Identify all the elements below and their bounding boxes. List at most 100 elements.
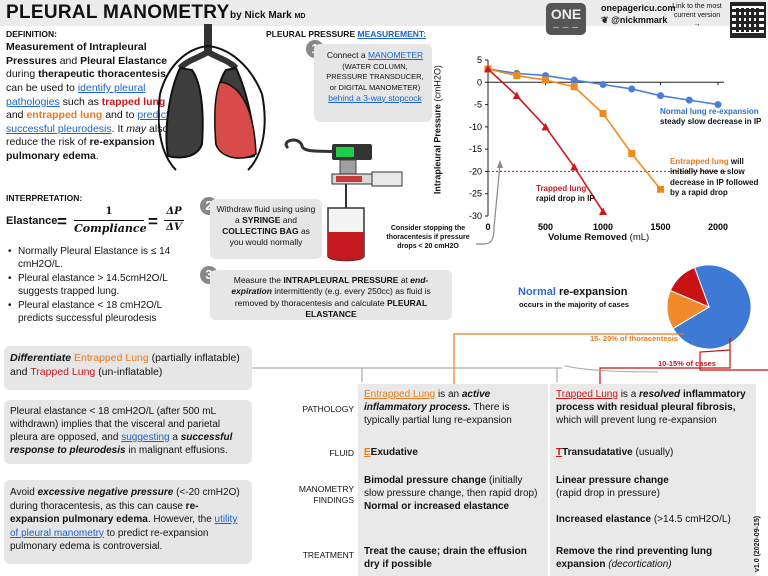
- def-trapped: trapped lung: [101, 95, 166, 108]
- pie-entrapped-label: 15- 20% of thoracentesis: [590, 334, 678, 343]
- twitter-text: @nickmmark: [611, 14, 668, 25]
- def-may: may: [126, 122, 147, 135]
- pie-title: Normal re-expansion: [518, 286, 627, 300]
- chart-xunit: (mL): [629, 232, 650, 243]
- chart-series: [484, 64, 722, 216]
- identify-pathologies-link[interactable]: identify pleural pathologies: [6, 81, 146, 108]
- avoid-negative-pressure-box: Avoid excessive negative pressure (<-20 …: [4, 480, 252, 564]
- entrapped-column: [358, 384, 548, 576]
- chart-ylabel-text: Intrapleural Pressure: [432, 104, 443, 195]
- y-tick-label: -25: [469, 189, 482, 199]
- eq-fraction-bar2: [164, 220, 184, 221]
- eq-equals: =: [57, 212, 67, 231]
- trap-path-c: resolved: [639, 389, 681, 400]
- data-point: [570, 162, 579, 171]
- y-tick-label: -30: [469, 211, 482, 221]
- step1-b: (WATER COLUMN, PRESSURE TRANSDUCER, or D…: [326, 61, 424, 92]
- x-tick-label: 0: [485, 222, 490, 232]
- box2-d: in malignant effusions.: [128, 445, 228, 456]
- entrapped-treatment: Treat the cause; drain the effusion dry …: [364, 546, 527, 570]
- def-and2: and: [6, 109, 24, 122]
- pie-chart: [666, 264, 752, 350]
- step2-e: as you would normally: [229, 226, 310, 248]
- step1-a: Connect a: [326, 50, 366, 60]
- trap-mano-a: Linear pressure change: [556, 475, 669, 486]
- author-byline: by Nick Mark MD: [230, 10, 305, 23]
- entrapped-manometry: Bimodal pressure change (initially slow …: [364, 474, 544, 513]
- version-label: v1.0 (2020-09-15): [754, 515, 761, 572]
- manometer-link[interactable]: MANOMETER: [367, 50, 424, 60]
- measurement-link[interactable]: MEASUREMENT:: [357, 29, 426, 39]
- row-label-pathology: PATHOLOGY: [302, 404, 354, 414]
- measurement-label: PLEURAL PRESSURE MEASUREMENT:: [266, 29, 426, 40]
- differentiate-arrows: [252, 367, 562, 382]
- ent-mano-b: (initially slow pressure change, then ra…: [364, 475, 538, 499]
- ent-path-c: active inflammatory process.: [364, 389, 491, 413]
- trap-fluid-t: T: [556, 447, 563, 458]
- header-bar: [0, 0, 768, 26]
- x-tick-label: 2000: [708, 222, 728, 232]
- def-end: .: [95, 150, 99, 163]
- eq-fraction-bar: [74, 220, 144, 221]
- interpretation-list: Normally Pleural Elastance is ≤ 14 cmH2O…: [8, 246, 188, 327]
- diff-trapped: Trapped Lung: [30, 365, 96, 378]
- site-link[interactable]: onepagericu.com: [601, 3, 676, 13]
- manometry-utility-link[interactable]: utility of pleural manometry: [10, 514, 238, 539]
- step3-endexp: end-expiration: [231, 275, 429, 297]
- logo-text: ONE: [550, 6, 582, 22]
- y-tick-label: -10: [469, 122, 482, 132]
- data-point: [599, 207, 607, 216]
- trapped-pathology: Trapped Lung is a resolved inflammatory …: [556, 388, 752, 427]
- chart-xlabel: Volume Removed (mL): [548, 232, 649, 244]
- row-label-manometry: MANOMETRY FINDINGS: [298, 484, 354, 506]
- pie-subtitle: occurs in the majority of cases: [519, 300, 630, 309]
- data-point: [599, 109, 607, 117]
- trap-fluid-a: Transudatative: [562, 447, 633, 458]
- box3-f: to predict re-expansion pulmonary edema …: [10, 527, 209, 553]
- def-period: .: [111, 122, 115, 135]
- suggesting-link[interactable]: suggesting: [121, 432, 170, 443]
- ent-path-a: Entrapped Lung: [364, 389, 436, 400]
- trapped-manometry: Linear pressure change (rapid drop in pr…: [556, 474, 752, 526]
- def-it: It: [117, 122, 124, 135]
- box3-b: excessive negative pressure: [37, 487, 174, 498]
- stopcock-link[interactable]: behind a 3-way stopcock: [328, 92, 422, 103]
- measurement-label-text: PLEURAL PRESSURE: [266, 29, 356, 39]
- trapped-column: [550, 384, 756, 576]
- pie-normal: Normal: [518, 286, 556, 298]
- step3-ip: INTRAPLEURAL PRESSURE: [283, 275, 399, 285]
- x-tick-label: 500: [538, 222, 553, 232]
- twitter-bird-icon: ❦: [601, 14, 609, 25]
- trap-path-d: inflammatory process with residual pleur…: [556, 389, 746, 413]
- differentiate-box: Differentiate Entrapped Lung (partially …: [4, 346, 252, 390]
- data-point: [513, 72, 521, 80]
- step3-e: intermittently (e.g. every 250cc) as flu…: [234, 286, 431, 308]
- x-tick-label: 1000: [593, 222, 613, 232]
- def-such: such as: [62, 95, 99, 108]
- site-info: onepagericu.com ❦ @nickmmark: [601, 3, 676, 26]
- data-point: [628, 150, 636, 158]
- step-2-box: Withdraw fluid using using a SYRINGE and…: [210, 199, 322, 259]
- entrapped-pathology: Entrapped Lung is an active inflammatory…: [364, 388, 544, 427]
- y-tick-label: -15: [469, 144, 482, 154]
- step2-a: Withdraw fluid using using a: [216, 204, 316, 226]
- interp-bullet: Pleural elastance > 14.5cmH2O/L suggests…: [8, 273, 188, 298]
- twitter-handle[interactable]: ❦ @nickmmark: [601, 15, 676, 27]
- diff-c: (partially inflatable) and: [10, 352, 240, 378]
- data-point: [628, 85, 636, 93]
- definition-label: DEFINITION:: [6, 29, 57, 39]
- box2-c: successful response to pleurodesis: [10, 432, 233, 456]
- trap-path-a: Trapped Lung: [556, 389, 618, 400]
- interp-bullet: Pleural elastance < 18 cmH2O/L predicts …: [8, 300, 188, 325]
- trapped-treatment: Remove the rind preventing lung expansio…: [556, 545, 752, 571]
- def-and: and: [59, 54, 78, 67]
- x-tick-label: 1500: [650, 222, 670, 232]
- onepage-logo[interactable]: ONE— — —: [546, 3, 586, 35]
- qr-code-icon[interactable]: [730, 2, 766, 38]
- predict-pleurodesis-link[interactable]: predict successful pleurodesis: [6, 109, 169, 135]
- data-point: [570, 83, 578, 91]
- diff-e: (un-inflatable): [98, 365, 163, 378]
- definition-text: Measurement of Intrapleural Pressures an…: [6, 41, 169, 164]
- data-point: [685, 96, 693, 104]
